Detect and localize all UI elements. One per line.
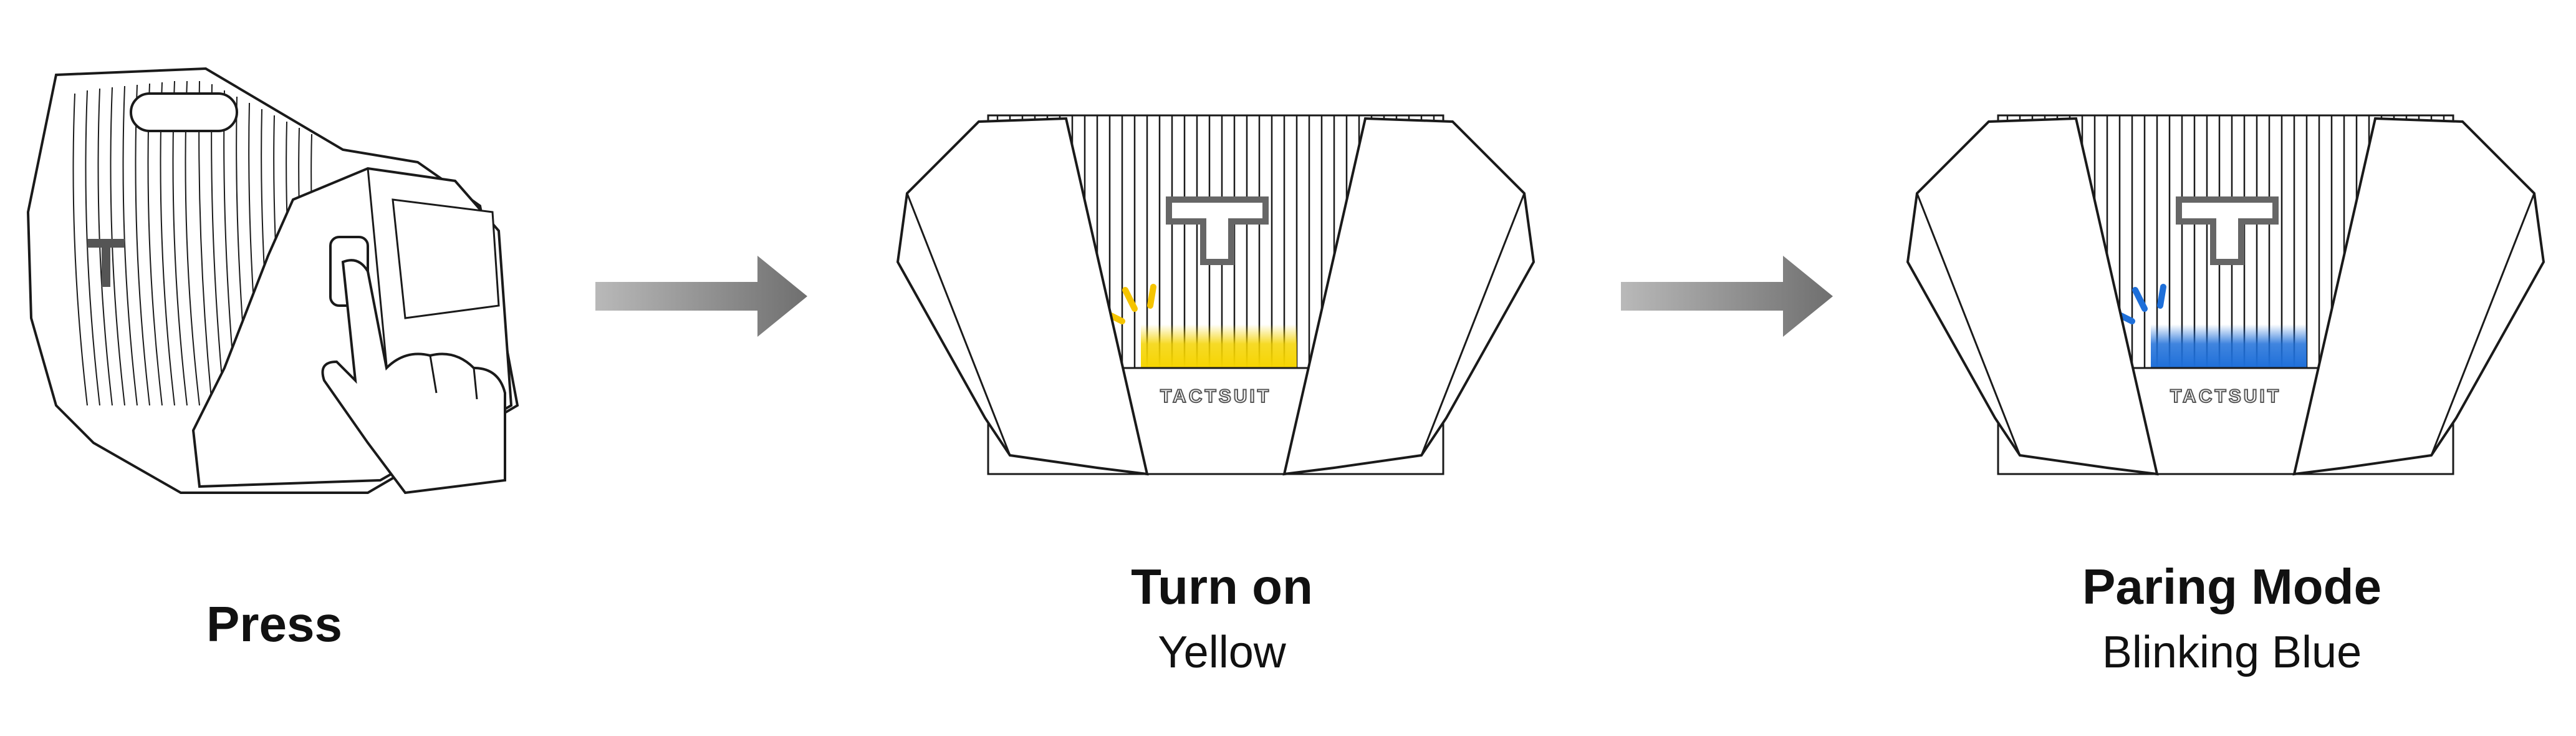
brand-wordmark: TACTSUIT xyxy=(2170,386,2281,407)
led-indicator xyxy=(1141,324,1297,368)
device-front-view: TACTSUIT xyxy=(1895,106,2556,487)
arrow-right-icon xyxy=(1621,256,1833,337)
device-side-illustration xyxy=(19,56,530,543)
top-slot xyxy=(131,94,237,131)
step-press: Press xyxy=(0,0,561,736)
led-indicator xyxy=(2151,324,2307,368)
step-pairing-mode: TACTSUIT Paring Mode Blinking Blue xyxy=(1895,0,2569,736)
device-side-view xyxy=(19,56,530,543)
step-title: Turn on xyxy=(1035,558,1409,616)
device-front-view: TACTSUIT xyxy=(885,106,1546,487)
step-subtitle: Yellow xyxy=(1035,627,1409,678)
step-turn-on: TACTSUIT Turn on Yellow xyxy=(885,0,1559,736)
brand-wordmark: TACTSUIT xyxy=(1160,386,1271,407)
step-subtitle: Blinking Blue xyxy=(2014,627,2450,678)
step-title: Paring Mode xyxy=(2014,558,2450,616)
step-title: Press xyxy=(150,596,399,653)
arrow-right-icon xyxy=(595,256,807,337)
